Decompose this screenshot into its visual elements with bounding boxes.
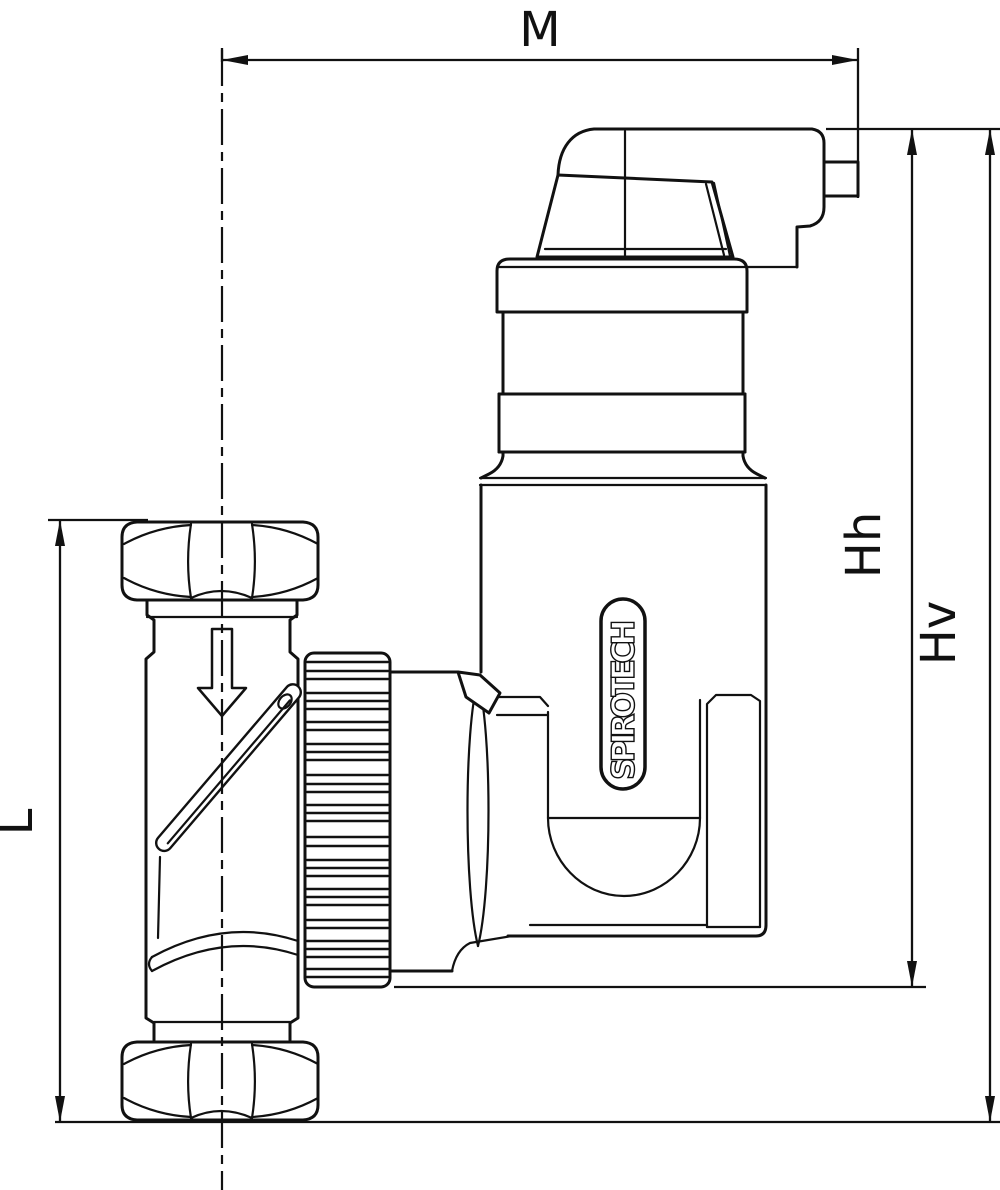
hex-nut-bottom — [120, 1040, 320, 1122]
spirotech-badge: SPIROTECH — [599, 597, 647, 791]
pipe-right-edge — [288, 598, 300, 1042]
dimension-l: L — [0, 518, 148, 1122]
body-shoulder — [741, 450, 767, 480]
collar-top-flap — [456, 670, 502, 715]
body-shoulder — [479, 450, 505, 480]
collar-seam-lens — [476, 678, 490, 948]
dim-label-l: L — [0, 808, 44, 835]
collar-seam-lens — [466, 678, 480, 948]
tee-assembly — [120, 520, 320, 1122]
brand-label: SPIROTECH — [606, 618, 642, 780]
cup-bottom-arc — [546, 816, 702, 898]
dim-arrow-left — [222, 55, 248, 65]
body-top-flange — [495, 257, 749, 314]
dimension-hv: Hv — [911, 129, 995, 1122]
union-collar — [388, 670, 514, 973]
collar-bottom-curl — [450, 934, 514, 973]
dimension-m: M — [220, 2, 860, 198]
body-right-rib — [705, 693, 762, 929]
dim-label-hh: Hh — [836, 512, 892, 579]
dim-arrow-right — [832, 55, 858, 65]
elbow-outline — [556, 127, 826, 269]
dim-label-hv: Hv — [911, 601, 967, 666]
deaerator-body — [478, 257, 799, 938]
branch-saddle — [147, 855, 300, 973]
knurled-union-nut — [303, 651, 392, 989]
vent-elbow — [535, 127, 860, 269]
vent-cap — [535, 173, 735, 259]
hex-nut-top — [120, 520, 320, 602]
diagonal-tube — [154, 683, 302, 853]
cap-edge-line — [712, 181, 732, 258]
badge-outline — [599, 597, 647, 791]
outlet-fitting — [822, 160, 860, 198]
pipe-left-edge — [144, 598, 156, 1042]
dim-label-m: M — [519, 2, 560, 58]
barrel-bottom — [506, 923, 768, 938]
knurl-ridges — [305, 660, 390, 979]
dimension-hh: Hh — [394, 129, 926, 989]
cap-edge-line — [704, 182, 726, 257]
